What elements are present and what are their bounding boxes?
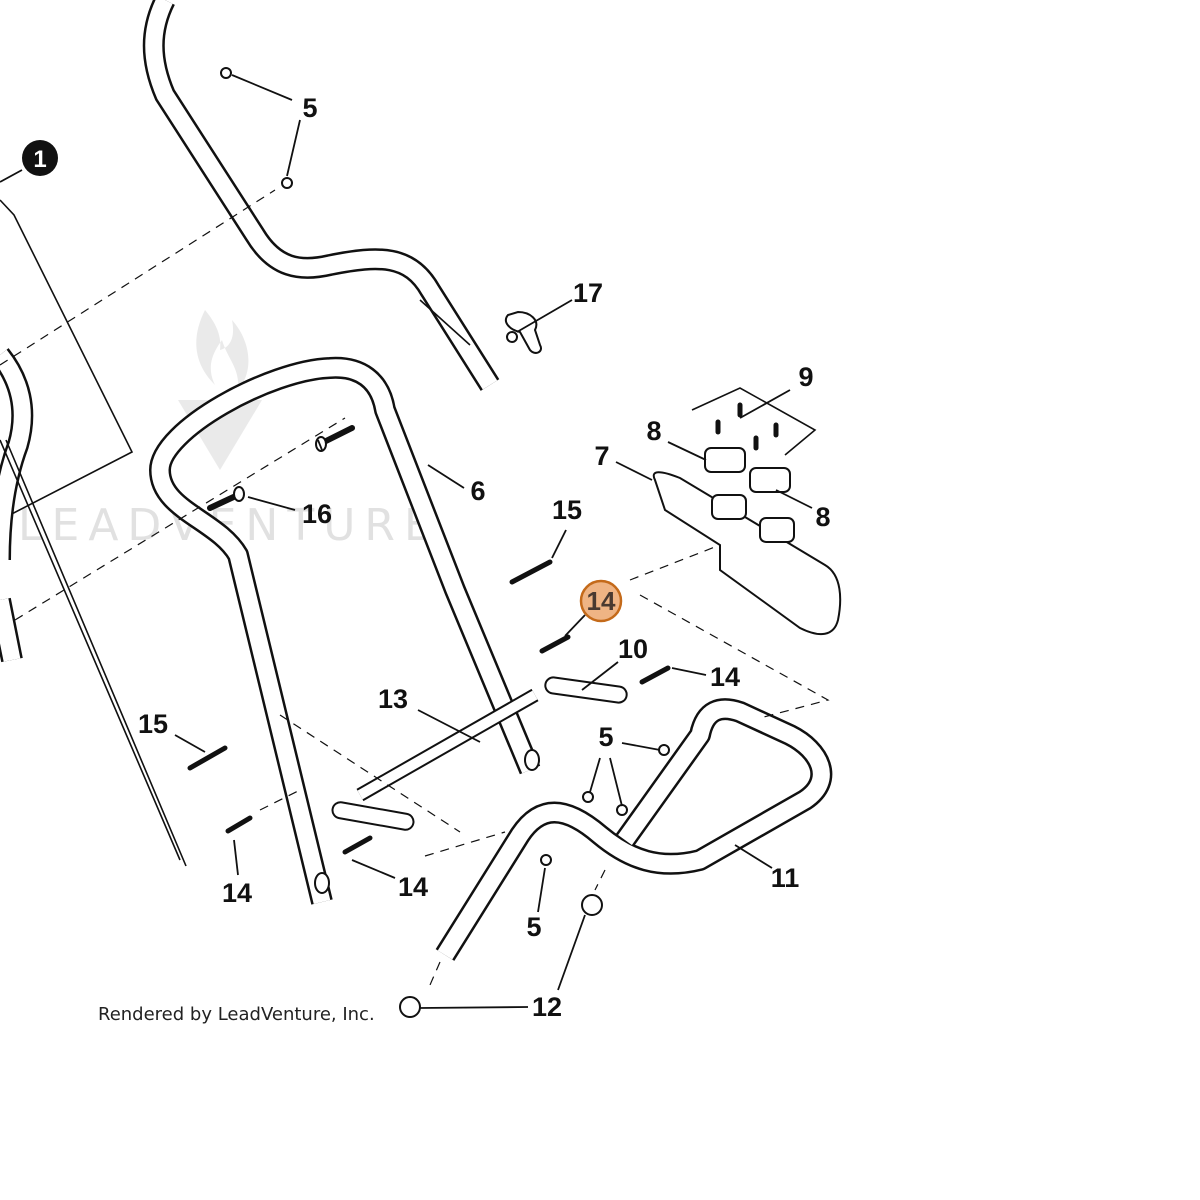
leader-lines xyxy=(174,74,813,1009)
callout-5-frame[interactable]: 5 xyxy=(598,722,613,752)
watermark-flame-icon xyxy=(196,310,249,390)
reference-panel xyxy=(0,199,187,867)
upper-handle xyxy=(142,0,500,391)
fasteners xyxy=(220,67,670,1018)
cap-part-12-lower xyxy=(399,996,421,1018)
highlighted-callout-number[interactable]: 14 xyxy=(587,586,616,616)
callout-7[interactable]: 7 xyxy=(594,441,609,471)
reference-badge-number: 1 xyxy=(33,146,46,173)
callout-14-left[interactable]: 14 xyxy=(222,878,252,908)
callout-8-lower[interactable]: 8 xyxy=(815,502,830,532)
cover-part-7 xyxy=(652,447,842,636)
link-part-10 xyxy=(331,676,628,831)
knob-part-17 xyxy=(504,310,542,354)
bolts xyxy=(187,425,671,855)
highlighted-callout-14[interactable]: 14 xyxy=(579,579,623,623)
callout-8[interactable]: 8 xyxy=(646,416,661,446)
watermark: LEADVENTURE xyxy=(18,310,432,551)
callout-17[interactable]: 17 xyxy=(573,278,603,308)
screws-part-9 xyxy=(691,387,817,456)
callout-16[interactable]: 16 xyxy=(302,499,332,529)
clip-part-8-lower xyxy=(749,467,791,493)
lower-handle-part-6 xyxy=(149,356,541,905)
lower-frame-part-11 xyxy=(435,698,833,961)
callout-14-center[interactable]: 14 xyxy=(398,872,428,902)
callout-11[interactable]: 11 xyxy=(771,863,800,893)
callout-9[interactable]: 9 xyxy=(798,362,813,392)
credit-text: Rendered by LeadVenture, Inc. xyxy=(98,1004,375,1025)
reference-badge: 1 xyxy=(0,140,58,183)
callout-5-bottom[interactable]: 5 xyxy=(526,912,541,942)
assembly-lines xyxy=(0,189,830,986)
callout-5[interactable]: 5 xyxy=(302,93,317,123)
callout-15-top[interactable]: 15 xyxy=(552,495,582,525)
callout-15-left[interactable]: 15 xyxy=(138,709,168,739)
rod-part-13 xyxy=(356,688,539,802)
callout-6[interactable]: 6 xyxy=(470,476,485,506)
callouts: 5 17 9 8 7 6 8 16 15 10 14 13 15 5 11 14… xyxy=(138,93,831,1022)
callout-13[interactable]: 13 xyxy=(378,684,408,714)
clip-part-8-upper xyxy=(704,447,746,473)
callout-10[interactable]: 10 xyxy=(618,634,648,664)
callout-14-right[interactable]: 14 xyxy=(710,662,740,692)
cap-part-12-upper xyxy=(581,894,603,916)
callout-12[interactable]: 12 xyxy=(532,992,562,1022)
